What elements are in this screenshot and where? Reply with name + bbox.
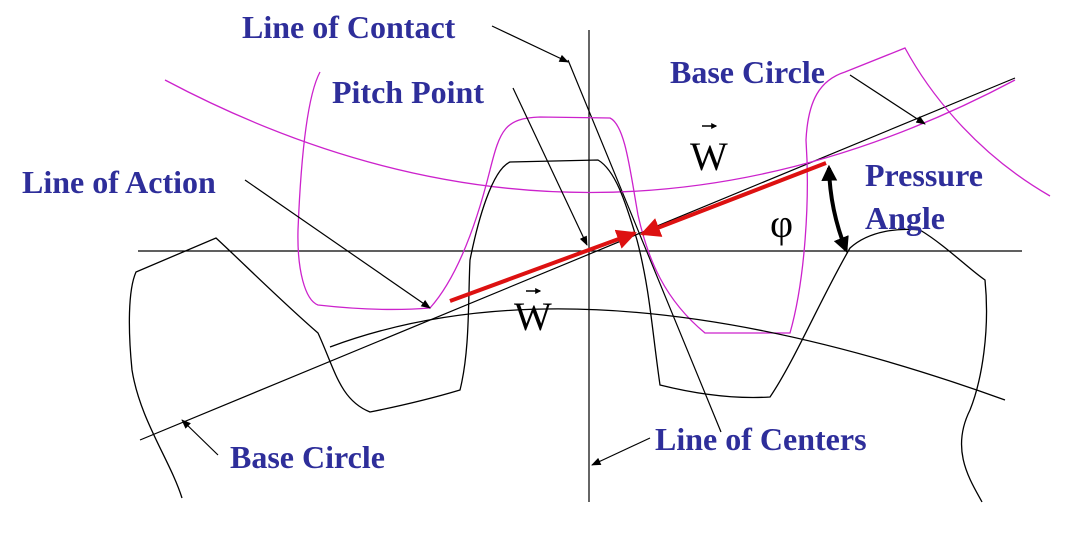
line-of-action (139, 77, 1016, 441)
force-vector-upper (640, 161, 827, 237)
lower-gear-outline (128, 159, 988, 503)
label-base-circle-bottom: Base Circle (230, 439, 385, 475)
leader-pitch-point (512, 87, 588, 246)
symbol-phi: φ (770, 201, 793, 246)
leader-base-circle-bottom (181, 419, 219, 456)
label-line-of-contact: Line of Contact (242, 9, 456, 45)
label-base-circle-top: Base Circle (670, 54, 825, 90)
leader-line-of-action (244, 179, 431, 309)
pressure-angle-arc (821, 164, 849, 253)
leader-base-circle-top (849, 74, 926, 125)
label-pitch-point: Pitch Point (332, 74, 484, 110)
upper-gear-outline (297, 47, 1051, 334)
leader-line-of-centers (591, 437, 651, 466)
lower-base-circle (329, 308, 1006, 401)
force-vector-lower (449, 229, 637, 303)
symbol-w-lower: W (514, 294, 552, 339)
label-angle: Angle (865, 200, 945, 236)
symbol-w-upper: W (690, 134, 728, 179)
line-of-contact (567, 59, 722, 433)
label-line-of-action: Line of Action (22, 164, 216, 200)
leader-line-of-contact (491, 25, 569, 63)
label-pressure: Pressure (865, 157, 983, 193)
label-line-of-centers: Line of Centers (655, 421, 867, 457)
upper-base-circle (164, 79, 1016, 194)
